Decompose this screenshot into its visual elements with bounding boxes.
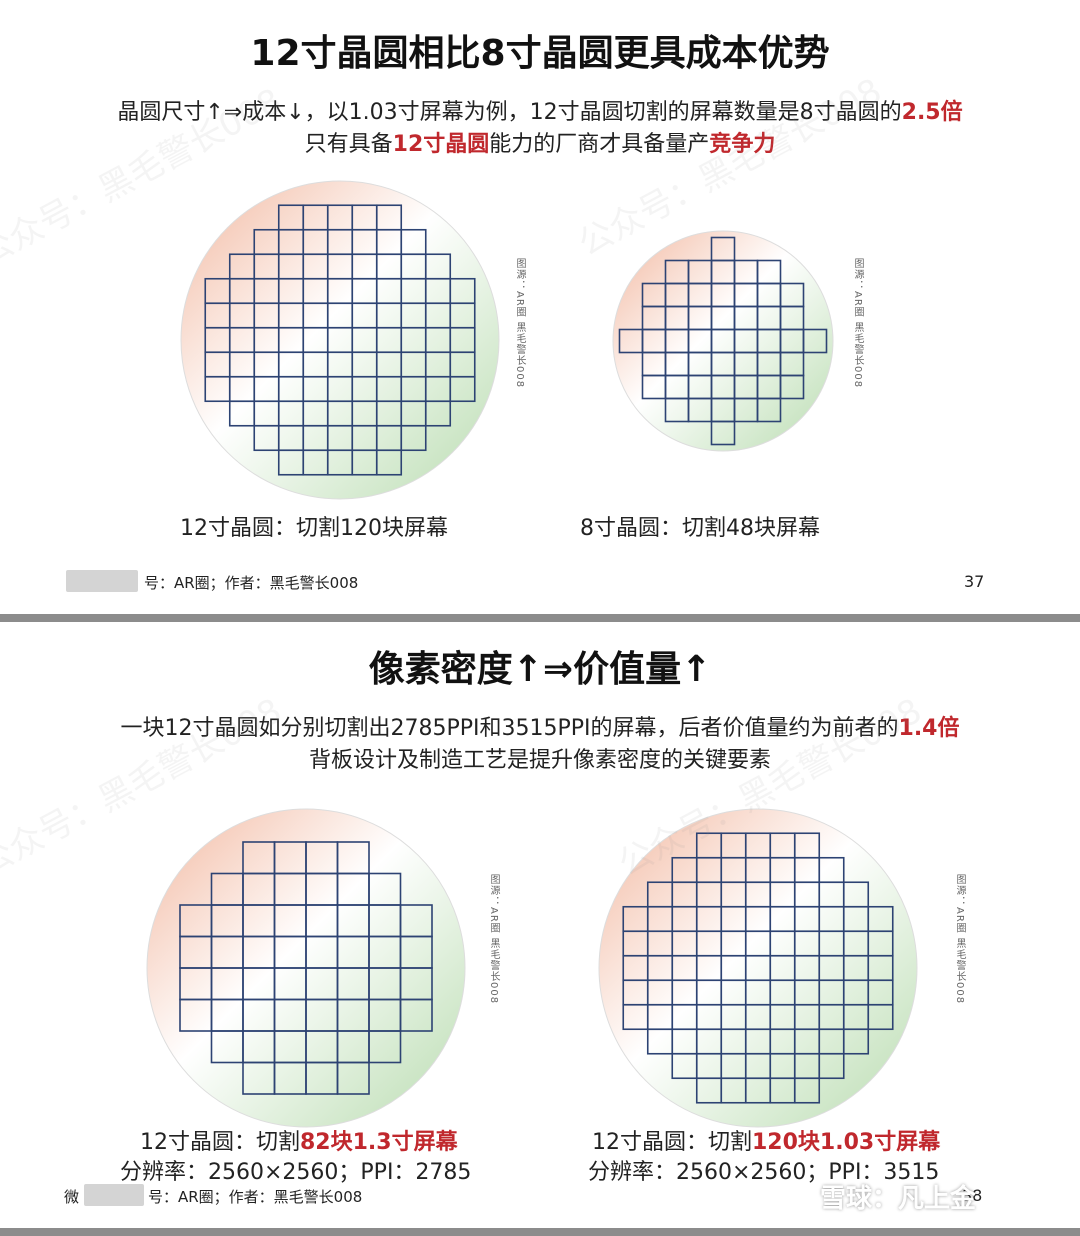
highlight-competitiveness: 竞争力: [709, 132, 776, 157]
image-credit: 图源：AR圈 黑毛警长008: [488, 874, 499, 1005]
footer-author: 号：AR圈；作者：黑毛警长008: [148, 1188, 363, 1206]
image-credit: 图源：AR圈 黑毛警长008: [954, 874, 965, 1005]
wafer-3515ppi-diagram: [598, 808, 918, 1128]
die-cell: [867, 1003, 894, 1031]
footer-prefix: 微: [64, 1188, 80, 1206]
die-cell: [793, 1077, 821, 1104]
wafer-12inch-diagram: [180, 180, 500, 500]
die-cell: [818, 1052, 845, 1080]
page-number: 37: [964, 572, 985, 591]
die-cell: [449, 375, 476, 403]
spec-right: 分辨率：2560×2560；PPI：3515: [588, 1160, 940, 1185]
die-cell: [842, 1028, 870, 1055]
slide-38: 像素密度↑⇒价值量↑ 一块12寸晶圆如分别切割出2785PPI和3515PPI的…: [0, 622, 1080, 1228]
caption-left: 12寸晶圆：切割82块1.3寸屏幕: [140, 1130, 458, 1155]
caption-8inch: 8寸晶圆：切割48块屏幕: [580, 516, 820, 541]
subtitle-line-2: 背板设计及制造工艺是提升像素密度的关键要素: [308, 748, 771, 773]
die-cell: [424, 400, 452, 427]
blurred-text: [66, 570, 138, 592]
spec-left: 分辨率：2560×2560；PPI：2785: [120, 1160, 472, 1185]
slide-37: 12寸晶圆相比8寸晶圆更具成本优势 晶圆尺寸↑⇒成本↓，以1.03寸屏幕为例，1…: [0, 0, 1080, 614]
wafer-disc: [598, 808, 918, 1128]
die-cell: [368, 1030, 402, 1064]
slide-title: 像素密度↑⇒价值量↑: [368, 649, 712, 690]
caption-12inch: 12寸晶圆：切割120块屏幕: [180, 516, 448, 541]
highlight-2-5x: 2.5倍: [901, 100, 963, 125]
wafer-8inch-diagram: [612, 230, 834, 452]
subtitle-line-1: 晶圆尺寸↑⇒成本↓，以1.03寸屏幕为例，12寸晶圆切割的屏幕数量是8寸晶圆的2…: [117, 100, 963, 125]
highlight-82-screens: 82块1.3寸屏幕: [300, 1130, 458, 1155]
slide-title: 12寸晶圆相比8寸晶圆更具成本优势: [250, 33, 830, 74]
blurred-text: [84, 1184, 144, 1206]
image-credit: 图源：AR圈 黑毛警长008: [852, 258, 863, 389]
highlight-12inch: 12寸晶圆: [392, 132, 490, 157]
xueqiu-watermark: 雪球：凡上金: [820, 1184, 977, 1214]
die-cell: [400, 424, 427, 452]
image-credit: 图源：AR圈 黑毛警长008: [514, 258, 525, 389]
die-cell: [336, 1061, 370, 1095]
subtitle-line-2: 只有具备12寸晶圆能力的厂商才具备量产竞争力: [304, 132, 776, 157]
footer-author: 号：AR圈；作者：黑毛警长008: [144, 574, 359, 592]
highlight-1-4x: 1.4倍: [898, 716, 960, 741]
wafer-disc: [612, 230, 834, 452]
die-cell: [399, 998, 433, 1032]
subtitle-line-1: 一块12寸晶圆如分别切割出2785PPI和3515PPI的屏幕，后者价值量约为前…: [120, 716, 960, 741]
bottom-divider: [0, 1228, 1080, 1236]
wafer-2785ppi-diagram: [146, 808, 466, 1128]
slide-divider: [0, 614, 1080, 622]
caption-right: 12寸晶圆：切割120块1.03寸屏幕: [592, 1130, 941, 1155]
die-cell: [710, 420, 736, 446]
page-number: 38: [962, 1186, 983, 1205]
wafer-disc: [180, 180, 500, 500]
die-cell: [779, 374, 805, 400]
die-cell: [756, 397, 782, 423]
highlight-120-screens: 120块1.03寸屏幕: [752, 1130, 941, 1155]
die-cell: [802, 328, 828, 354]
die-cell: [375, 449, 403, 476]
